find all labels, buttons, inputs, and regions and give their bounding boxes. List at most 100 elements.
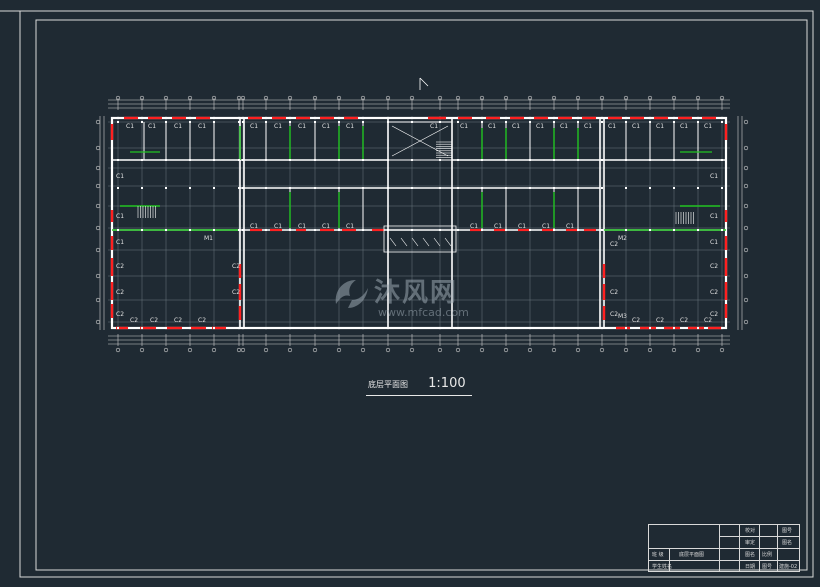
column	[387, 121, 389, 123]
watermark-url: www.mfcad.com	[378, 306, 469, 319]
column	[721, 121, 723, 123]
opening-label: C1	[274, 123, 282, 130]
column	[141, 121, 143, 123]
axis-bubble	[263, 347, 269, 353]
axis-bubble	[312, 347, 318, 353]
windows	[110, 116, 728, 330]
axis-bubble	[240, 347, 246, 353]
axis-bubble	[479, 347, 485, 353]
axis-bubble	[743, 297, 749, 303]
axis-bubble	[671, 95, 677, 101]
axis-bubble	[743, 273, 749, 279]
column	[165, 187, 167, 189]
column	[673, 229, 675, 231]
opening-label: C1	[250, 223, 258, 230]
axis-bubble	[527, 347, 533, 353]
column	[625, 187, 627, 189]
column	[505, 327, 507, 329]
opening-label: C1	[460, 123, 468, 130]
column	[213, 327, 215, 329]
column	[314, 159, 316, 161]
column	[529, 327, 531, 329]
axis-bubble	[336, 347, 342, 353]
opening-label: C2	[150, 317, 158, 324]
opening-label: M2	[618, 235, 627, 242]
column	[529, 229, 531, 231]
column	[625, 159, 627, 161]
plan-details	[117, 77, 723, 329]
axis-bubble	[187, 95, 193, 101]
opening-label: C1	[198, 123, 206, 130]
outer-wall	[110, 116, 728, 330]
column	[242, 187, 244, 189]
axis-bubble	[719, 347, 725, 353]
inner-sheet-border	[35, 19, 808, 571]
column	[362, 159, 364, 161]
opening-label: C2	[232, 289, 240, 296]
axis-bubble	[211, 95, 217, 101]
axis-bubble	[240, 95, 246, 101]
tb-left-bot: 学生姓名	[652, 564, 673, 570]
opening-label: C1	[116, 239, 124, 246]
column	[439, 327, 441, 329]
watermark-title: 沐风网	[374, 278, 459, 308]
column	[289, 159, 291, 161]
column	[289, 327, 291, 329]
column	[387, 229, 389, 231]
opening-label: C1	[322, 223, 330, 230]
opening-label: C2	[130, 317, 138, 324]
axis-bubble	[163, 95, 169, 101]
column	[411, 121, 413, 123]
axis-bubble	[695, 347, 701, 353]
opening-label: C2	[680, 317, 688, 324]
column	[213, 187, 215, 189]
axis-bubble	[503, 95, 509, 101]
column	[189, 187, 191, 189]
column	[189, 159, 191, 161]
column	[439, 229, 441, 231]
axis-bubble	[95, 319, 101, 325]
column	[721, 187, 723, 189]
entrance-pattern	[444, 237, 452, 247]
column	[577, 327, 579, 329]
axis-bubble	[551, 95, 557, 101]
opening-label: C1	[680, 123, 688, 130]
column	[457, 229, 459, 231]
tb-r1c2: 图号	[782, 528, 793, 534]
axis-bubble	[437, 95, 443, 101]
opening-label: C1	[346, 123, 354, 130]
opening-label: C2	[656, 317, 664, 324]
column	[673, 327, 675, 329]
opening-label: M1	[204, 235, 213, 242]
axis-bubble	[287, 95, 293, 101]
opening-label: C2	[116, 289, 124, 296]
axis-bubble	[743, 165, 749, 171]
axis-bubble	[455, 347, 461, 353]
opening-label: C2	[710, 311, 718, 318]
opening-label: C1	[494, 223, 502, 230]
axis-bubble	[623, 347, 629, 353]
column	[338, 187, 340, 189]
column	[242, 159, 244, 161]
axis-bubble	[360, 95, 366, 101]
column	[242, 121, 244, 123]
axis-bubble	[95, 225, 101, 231]
opening-label: C2	[610, 311, 618, 318]
column	[314, 187, 316, 189]
column	[387, 327, 389, 329]
axis-bubble	[385, 347, 391, 353]
opening-label: C2	[198, 317, 206, 324]
opening-label: C1	[274, 223, 282, 230]
column	[505, 229, 507, 231]
opening-label: C2	[116, 311, 124, 318]
opening-label: C1	[542, 223, 550, 230]
column	[338, 327, 340, 329]
column	[265, 187, 267, 189]
axis-bubble	[599, 347, 605, 353]
opening-label: C1	[322, 123, 330, 130]
drawing-scale: 1:100	[428, 376, 466, 391]
column	[242, 327, 244, 329]
opening-label: C1	[116, 213, 124, 220]
column	[314, 121, 316, 123]
